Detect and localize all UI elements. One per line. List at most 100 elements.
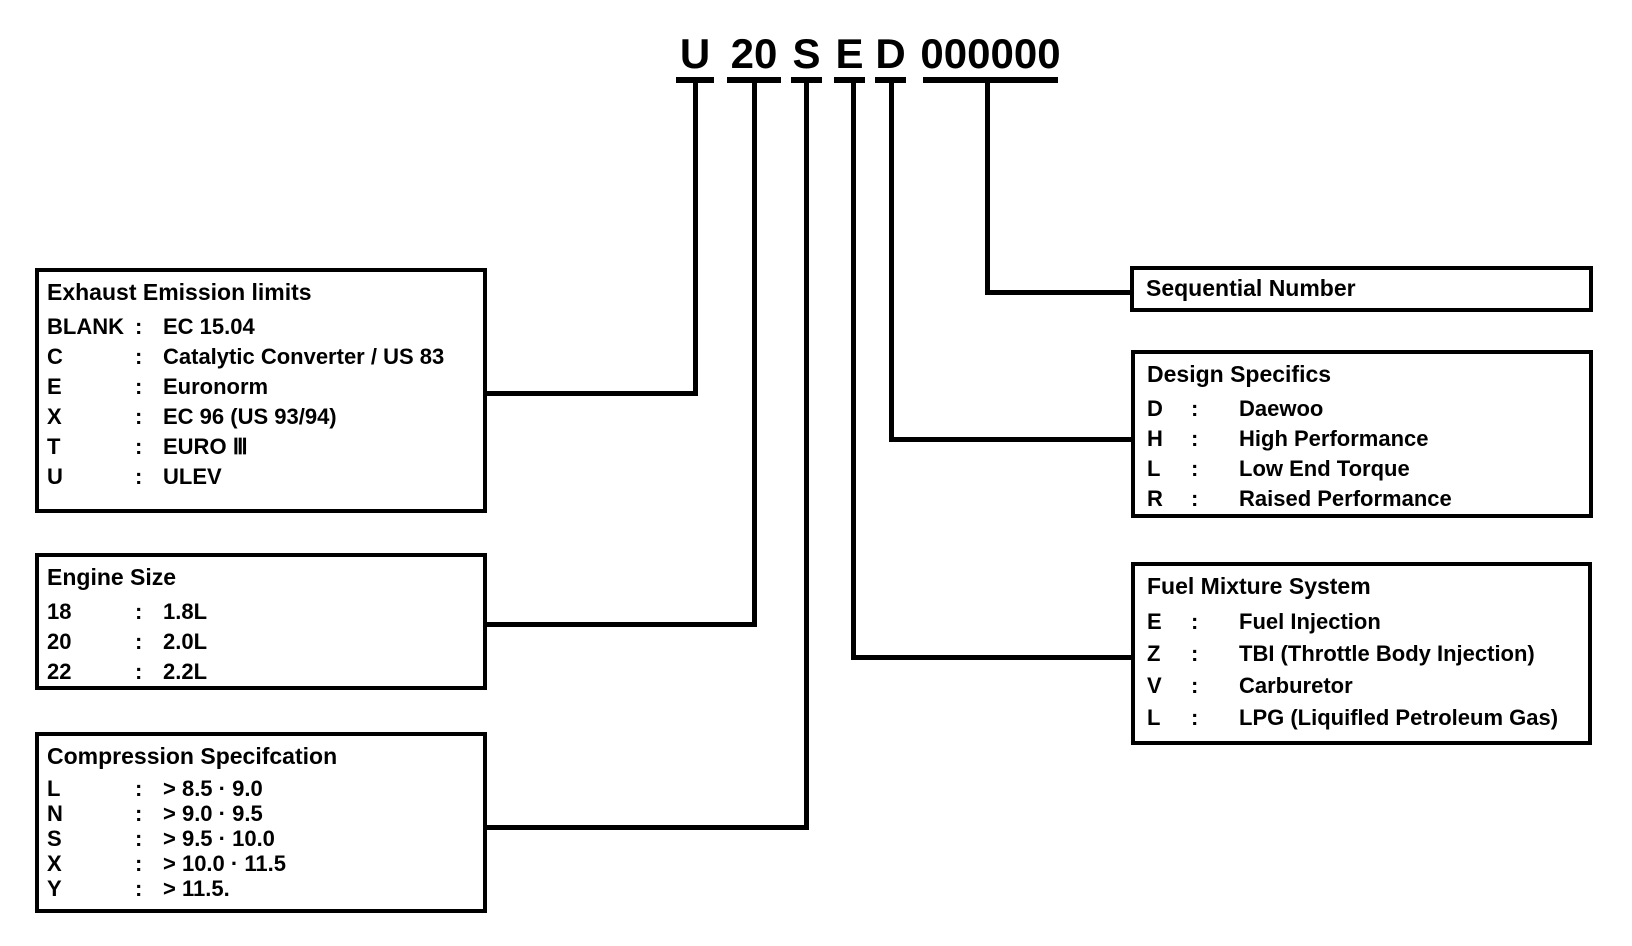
design-specifics-box: Design Specifics D : Daewoo H : High Per… (1131, 350, 1593, 518)
row-colon: : (135, 464, 143, 489)
row-value: Raised Performance (1239, 486, 1452, 511)
compression-specification-box: Compression Specifcation L : > 8.5 · 9.0… (35, 732, 487, 913)
spec-row: V : Carburetor (1135, 670, 1588, 702)
spec-row: R : Raised Performance (1135, 484, 1589, 514)
spec-row: 20 : 2.0L (39, 627, 483, 657)
row-value: ULEV (163, 464, 222, 489)
row-colon: : (1191, 456, 1199, 481)
row-value: High Performance (1239, 426, 1429, 451)
connector-engine-size-vertical (752, 83, 757, 627)
connector-emission-horizontal (484, 391, 698, 396)
row-colon: : (135, 434, 143, 459)
connector-fuel-horizontal (851, 655, 1134, 660)
connector-sequential-vertical (985, 83, 990, 295)
row-colon: : (135, 314, 143, 339)
row-key: BLANK (47, 314, 124, 339)
exhaust-emission-limits-box: Exhaust Emission limits BLANK : EC 15.04… (35, 268, 487, 513)
code-segment-engine-size: 20 (727, 30, 781, 83)
box-title: Engine Size (47, 564, 177, 590)
spec-row: N : > 9.0 · 9.5 (39, 801, 483, 826)
code-char-compression: S (792, 30, 821, 77)
row-key: R (1147, 486, 1163, 511)
row-colon: : (135, 776, 143, 801)
row-colon: : (1191, 486, 1199, 511)
connector-compression-horizontal (485, 825, 809, 830)
code-segment-emission: U (676, 30, 714, 83)
row-value: > 11.5. (163, 876, 230, 901)
spec-row: X : > 10.0 · 11.5 (39, 851, 483, 876)
connector-design-vertical (889, 83, 894, 442)
row-colon: : (135, 659, 143, 684)
row-key: V (1147, 673, 1162, 698)
row-value: 2.0L (163, 629, 208, 654)
code-char-sequential: 000000 (920, 30, 1061, 77)
spec-row: L : LPG (Liquifled Petroleum Gas) (1135, 702, 1588, 734)
row-value: Carburetor (1239, 673, 1353, 698)
fuel-mixture-system-box: Fuel Mixture System E : Fuel Injection Z… (1131, 562, 1592, 745)
row-colon: : (135, 404, 143, 429)
spec-row: BLANK : EC 15.04 (39, 312, 483, 342)
row-key: 20 (47, 629, 72, 654)
spec-row: S : > 9.5 · 10.0 (39, 826, 483, 851)
connector-sequential-horizontal (985, 290, 1134, 295)
row-colon: : (1191, 609, 1199, 634)
row-key: L (47, 776, 61, 801)
row-colon: : (135, 599, 143, 624)
row-value: > 8.5 · 9.0 (163, 776, 263, 801)
row-colon: : (135, 801, 143, 826)
row-key: L (1147, 705, 1161, 730)
row-colon: : (135, 629, 143, 654)
spec-row: Y : > 11.5. (39, 876, 483, 901)
box-title: Fuel Mixture System (1147, 573, 1371, 599)
row-key: S (47, 826, 62, 851)
box-title: Design Specifics (1147, 361, 1332, 387)
code-segment-fuel: E (834, 30, 865, 83)
box-title: Exhaust Emission limits (47, 279, 312, 305)
row-key: H (1147, 426, 1163, 451)
row-value: > 9.0 · 9.5 (163, 801, 263, 826)
row-colon: : (1191, 641, 1199, 666)
spec-row: H : High Performance (1135, 424, 1589, 454)
row-value: EC 96 (US 93/94) (163, 404, 337, 429)
row-colon: : (135, 876, 143, 901)
row-value: Catalytic Converter / US 83 (163, 344, 445, 369)
row-key: U (47, 464, 63, 489)
row-value: TBI (Throttle Body Injection) (1239, 641, 1535, 666)
row-value: > 10.0 · 11.5 (163, 851, 286, 876)
code-segment-sequential: 000000 (920, 30, 1061, 83)
connector-design-horizontal (889, 437, 1134, 442)
row-value: 2.2L (163, 659, 208, 684)
connector-fuel-vertical (851, 83, 856, 660)
row-colon: : (1191, 705, 1199, 730)
row-key: X (47, 404, 62, 429)
engine-size-box: Engine Size 18 : 1.8L 20 : 2.0L 22 : 2.2… (35, 553, 487, 690)
connector-engine-size-horizontal (485, 622, 757, 627)
spec-row: 18 : 1.8L (39, 597, 483, 627)
row-key: X (47, 851, 62, 876)
spec-row: U : ULEV (39, 462, 483, 492)
spec-row: T : EURO Ⅲ (39, 432, 483, 462)
row-colon: : (135, 374, 143, 399)
spec-row: E : Fuel Injection (1135, 606, 1588, 638)
box-title: Sequential Number (1146, 275, 1356, 301)
spec-row: 22 : 2.2L (39, 657, 483, 687)
row-value: Low End Torque (1239, 456, 1410, 481)
box-title: Compression Specifcation (47, 743, 338, 769)
spec-row: D : Daewoo (1135, 394, 1589, 424)
connector-emission-vertical (693, 83, 698, 396)
row-key: N (47, 801, 63, 826)
sequential-number-box: Sequential Number (1130, 266, 1593, 312)
row-colon: : (135, 344, 143, 369)
row-value: Euronorm (163, 374, 269, 399)
row-colon: : (135, 826, 143, 851)
code-segment-design: D (875, 30, 906, 83)
row-colon: : (1191, 396, 1199, 421)
spec-row: Z : TBI (Throttle Body Injection) (1135, 638, 1588, 670)
row-colon: : (1191, 426, 1199, 451)
connector-compression-vertical (804, 83, 809, 830)
row-key: 18 (47, 599, 72, 624)
spec-row: L : > 8.5 · 9.0 (39, 776, 483, 801)
row-key: E (47, 374, 62, 399)
row-value: Fuel Injection (1239, 609, 1381, 634)
